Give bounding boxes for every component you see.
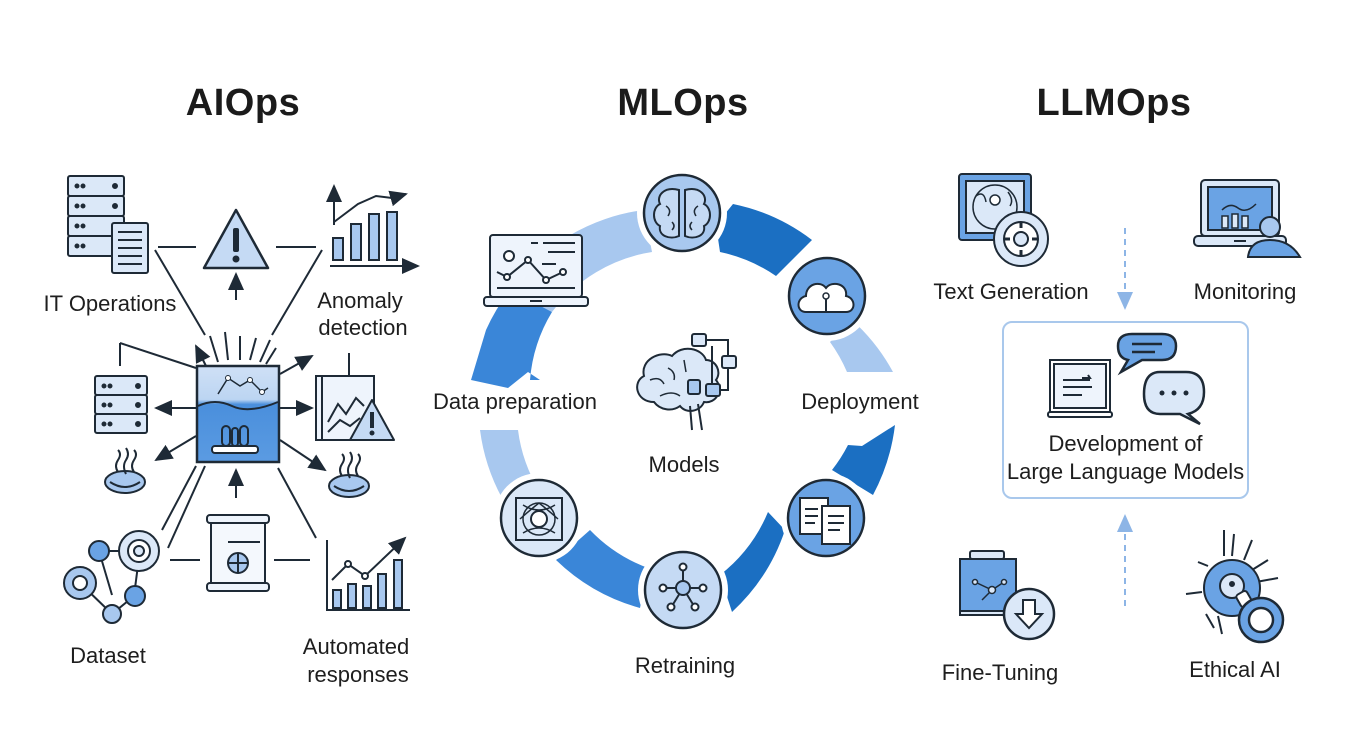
globe-gear-icon bbox=[958, 173, 1049, 267]
cycle-arrow-3 bbox=[716, 204, 812, 276]
pattern-icon bbox=[494, 473, 584, 563]
server-icon bbox=[94, 375, 148, 434]
label-models: Models bbox=[648, 452, 720, 477]
laptop-chart-icon bbox=[483, 234, 589, 307]
fine-tuning-icon bbox=[959, 550, 1056, 641]
label-retraining: Retraining bbox=[634, 653, 736, 678]
ethical-ai-icon bbox=[1185, 530, 1285, 644]
steam-icon-right bbox=[328, 451, 370, 498]
label-fine-tuning: Fine-Tuning bbox=[941, 660, 1059, 685]
llmops-title: LLMOps bbox=[1036, 82, 1192, 124]
label-anomaly-detection-1: Anomaly bbox=[317, 288, 403, 313]
documents-icon bbox=[781, 473, 871, 563]
cycle-arrow-6 bbox=[720, 512, 785, 612]
network-node-icon bbox=[638, 545, 728, 635]
label-ethical-ai: Ethical AI bbox=[1189, 657, 1281, 682]
brain-network-icon bbox=[636, 333, 737, 431]
bar-trend-icon bbox=[326, 536, 410, 611]
warning-icon bbox=[202, 208, 270, 270]
cycle-arrow-7 bbox=[556, 530, 648, 608]
llm-development-box: Development of Large Language Models bbox=[1002, 321, 1249, 499]
label-text-generation: Text Generation bbox=[933, 279, 1089, 304]
chart-warning-icon bbox=[315, 375, 395, 441]
label-data-preparation: Data preparation bbox=[433, 389, 597, 414]
label-dev-line2: Large Language Models bbox=[1006, 459, 1245, 484]
monitoring-icon bbox=[1193, 179, 1302, 258]
server-document-icon bbox=[67, 175, 149, 274]
cycle-arrow-5 bbox=[832, 425, 895, 495]
label-automated-1: Automated bbox=[302, 634, 410, 659]
hub-analytics-icon bbox=[195, 364, 281, 464]
cloud-upload-icon bbox=[782, 251, 872, 341]
label-anomaly-detection-2: detection bbox=[318, 315, 408, 340]
report-icon bbox=[206, 514, 270, 592]
brain-icon bbox=[637, 168, 727, 258]
steam-icon-left bbox=[104, 447, 146, 494]
label-deployment: Deployment bbox=[801, 389, 919, 414]
chat-bubble-icon bbox=[1116, 332, 1178, 376]
label-monitoring: Monitoring bbox=[1193, 279, 1297, 304]
label-dataset: Dataset bbox=[70, 643, 146, 668]
growth-chart-icon bbox=[326, 184, 420, 274]
aiops-title: AIOps bbox=[185, 82, 301, 124]
cycle-arrow-2 bbox=[471, 290, 552, 388]
label-dev-line1: Development of bbox=[1048, 431, 1203, 456]
chat-ellipsis-icon bbox=[1142, 370, 1206, 426]
laptop-text-icon bbox=[1047, 359, 1113, 418]
mlops-title: MLOps bbox=[617, 82, 749, 124]
network-graph-icon bbox=[63, 530, 160, 624]
label-automated-2: responses bbox=[307, 662, 409, 687]
label-it-operations: IT Operations bbox=[43, 291, 177, 316]
aiops-section bbox=[119, 246, 350, 561]
